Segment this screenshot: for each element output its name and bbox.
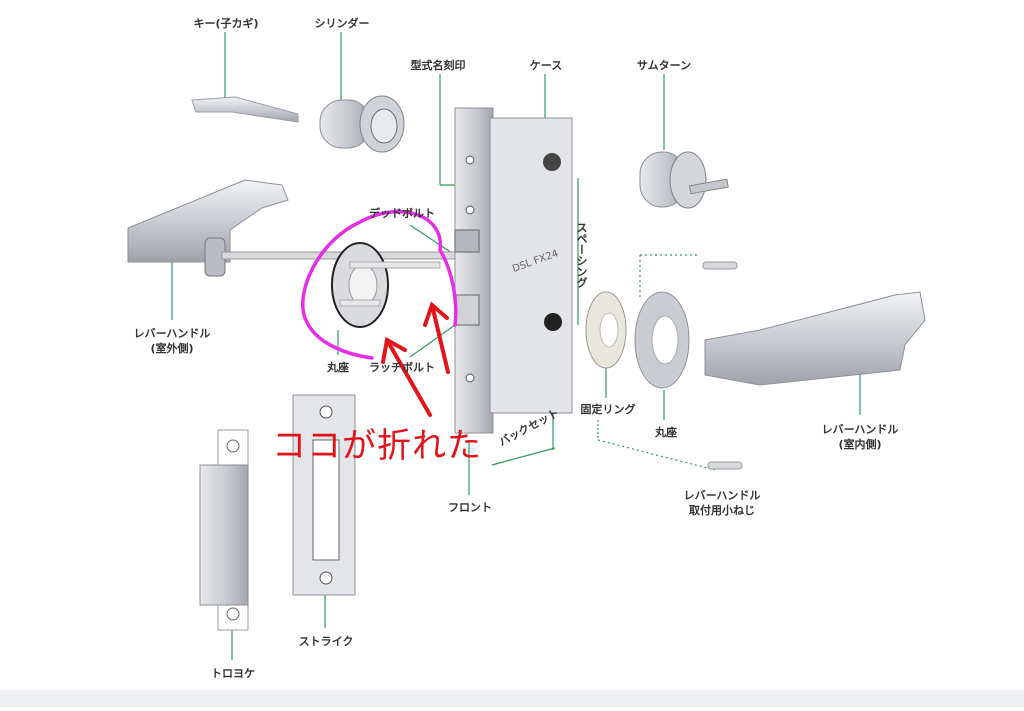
label-dust-box: トロヨケ (211, 667, 255, 680)
label-outer-lever: レバーハンドル (室外側) (134, 326, 211, 356)
screw-parts (702, 261, 743, 470)
lock-case-part: DSL FX24 (454, 107, 573, 434)
key-part (191, 96, 299, 123)
label-inner-lever: レバーハンドル (室内側) (822, 422, 899, 452)
label-model-stamp: 型式名刻印 (410, 59, 466, 72)
label-fixing-ring: 固定リング (580, 403, 636, 416)
label-inner-lever-line2: (室内側) (838, 438, 882, 451)
inner-lever-part (704, 291, 926, 386)
highlight-circle (301, 209, 458, 360)
label-case: ケース (529, 59, 563, 72)
label-key: キー(子カギ) (193, 17, 259, 30)
label-inner-lever-line1: レバーハンドル (821, 423, 899, 436)
label-strike: ストライク (298, 635, 354, 648)
arrow-icons (381, 301, 450, 417)
label-front: フロント (448, 501, 492, 514)
label-outer-lever-line2: (室外側) (150, 342, 194, 355)
label-screw: レバーハンドル取付用小ねじ (684, 488, 761, 518)
outer-rose-part (331, 242, 441, 328)
dust-box-part (199, 429, 249, 631)
bottom-band (0, 690, 1024, 707)
label-screw-line1: レバーハンドル (683, 489, 761, 502)
label-screw-line2: 取付用小ねじ (689, 504, 755, 517)
label-cylinder: シリンダー (314, 17, 370, 30)
fixing-ring-part (585, 291, 627, 369)
label-outer-rose: 丸座 (327, 361, 349, 374)
label-inner-rose: 丸座 (655, 426, 677, 439)
cylinder-part (319, 95, 405, 153)
inner-rose-part (634, 291, 690, 389)
label-outer-lever-line1: レバーハンドル (133, 327, 211, 340)
label-spacing: スペーシング (575, 222, 588, 288)
label-thumb-turn: サムターン (636, 59, 692, 72)
thumb-turn-part (639, 151, 729, 209)
label-latch-bolt: ラッチボルト (369, 361, 435, 374)
label-deadbolt: デッドボルト (369, 207, 435, 220)
broken-here-annotation: ココが折れた (272, 426, 482, 466)
strike-part (292, 394, 356, 596)
